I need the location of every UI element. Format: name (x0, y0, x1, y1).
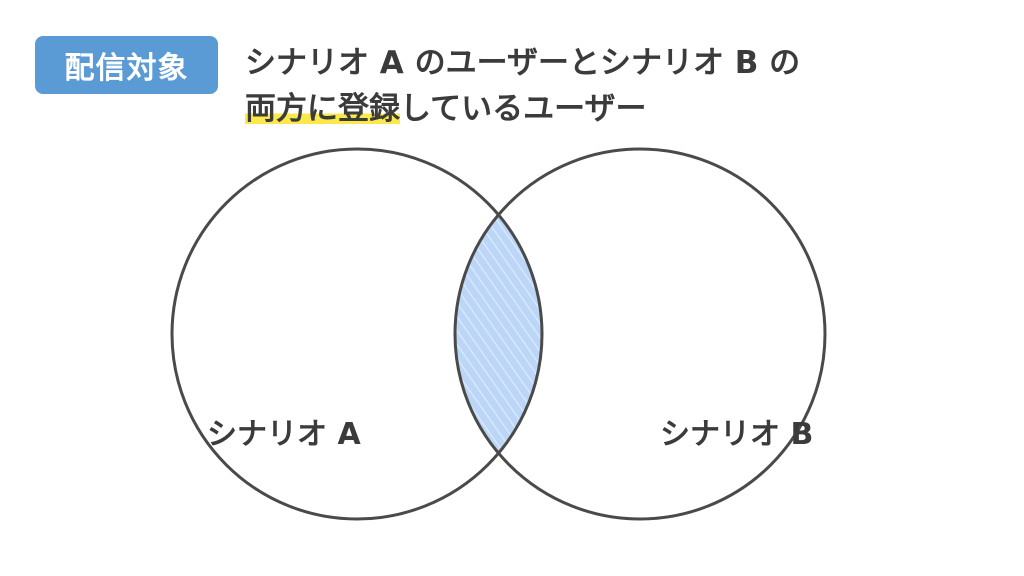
target-badge: 配信対象 (35, 36, 218, 94)
heading-rest-text: しているユーザー (400, 91, 647, 127)
target-badge-label: 配信対象 (64, 51, 189, 86)
heading-highlight-text: 両方に登録 (245, 91, 400, 127)
venn-circle-b (453, 147, 827, 521)
venn-circle-a (170, 147, 544, 521)
venn-label-a: シナリオ A (207, 417, 361, 452)
venn-label-b: シナリオ B (660, 417, 813, 452)
venn-intersection (455, 149, 542, 519)
heading-line-2: 両方に登録しているユーザー (245, 86, 945, 132)
description-heading: シナリオ A のユーザーとシナリオ B の 両方に登録しているユーザー (245, 40, 945, 132)
heading-line-1: シナリオ A のユーザーとシナリオ B の (245, 45, 801, 81)
